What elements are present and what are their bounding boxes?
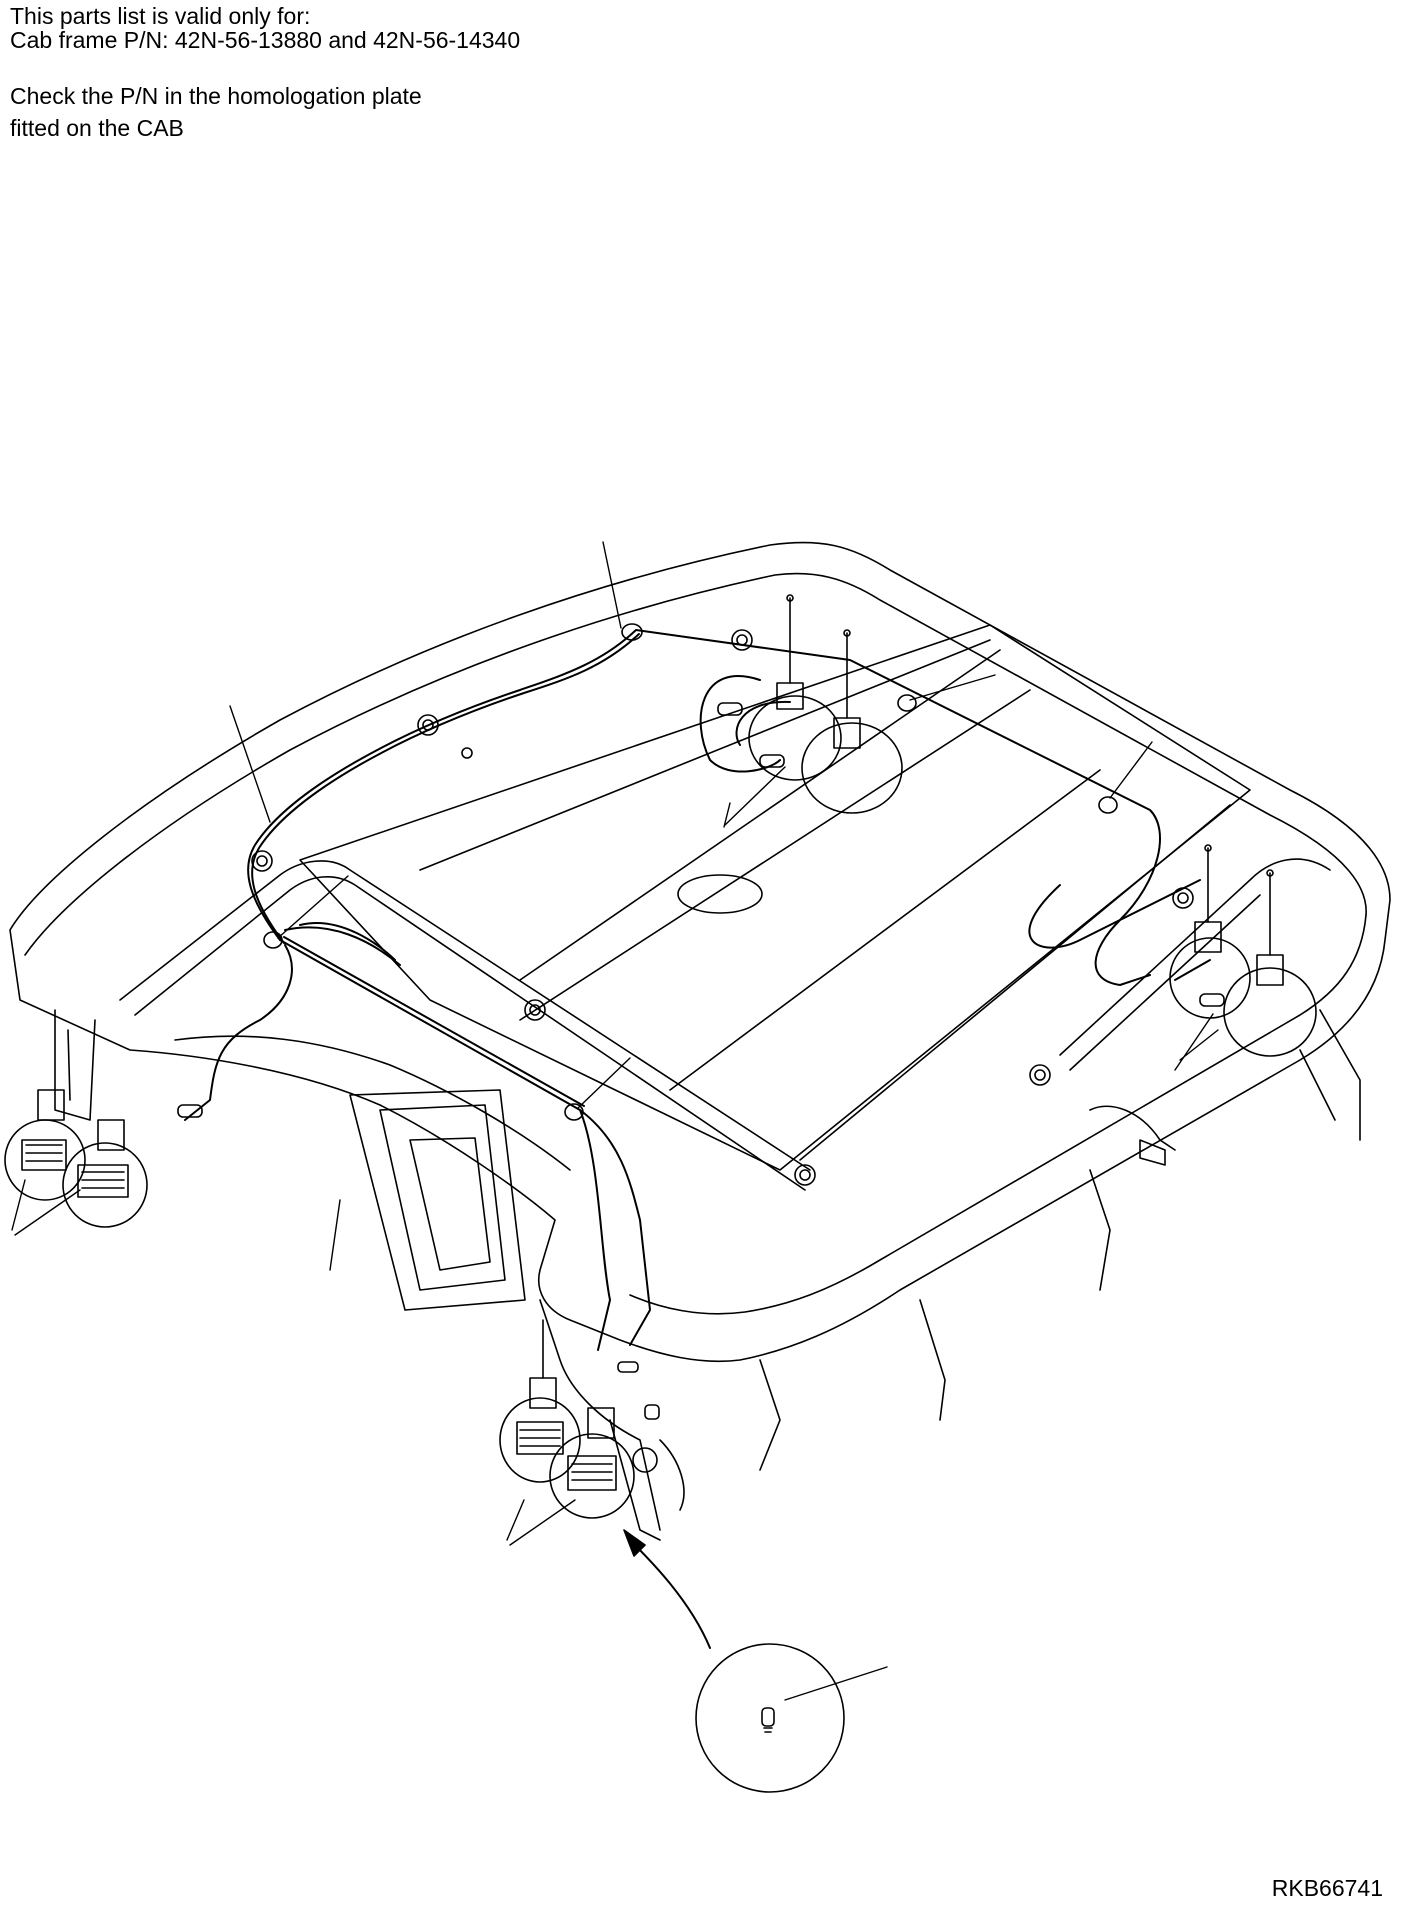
work-lamp-rear-right-1 <box>1170 845 1250 1018</box>
work-lamp-front-right-1 <box>500 1320 580 1482</box>
work-lamp-front-right-2 <box>550 1362 659 1518</box>
leader-lines <box>12 542 1218 1700</box>
detail-arrow <box>624 1530 710 1648</box>
roof-panel <box>10 542 1390 1361</box>
work-lamp-front-left-2 <box>63 1105 202 1227</box>
note-valid-only-for: This parts list is valid only for: <box>10 3 311 29</box>
harness-clamps <box>264 624 1117 1120</box>
wiring-harness <box>185 630 1210 1350</box>
drawing-number: RKB66741 <box>1271 1875 1383 1901</box>
cab-structure <box>55 1010 1360 1540</box>
lamp-bulb-detail <box>696 1644 844 1792</box>
work-lamp-roof-center-right <box>760 630 902 813</box>
note-check-pn: Check the P/N in the homologation plate <box>10 83 422 109</box>
note-cab-frame-pn: Cab frame P/N: 42N-56-13880 and 42N-56-1… <box>10 27 521 53</box>
note-fitted-on-cab: fitted on the CAB <box>10 115 184 141</box>
work-lamp-front-left-1 <box>5 1090 85 1200</box>
work-lamp-roof-center-left <box>718 595 841 780</box>
work-lamp-rear-right-2 <box>1200 870 1316 1056</box>
